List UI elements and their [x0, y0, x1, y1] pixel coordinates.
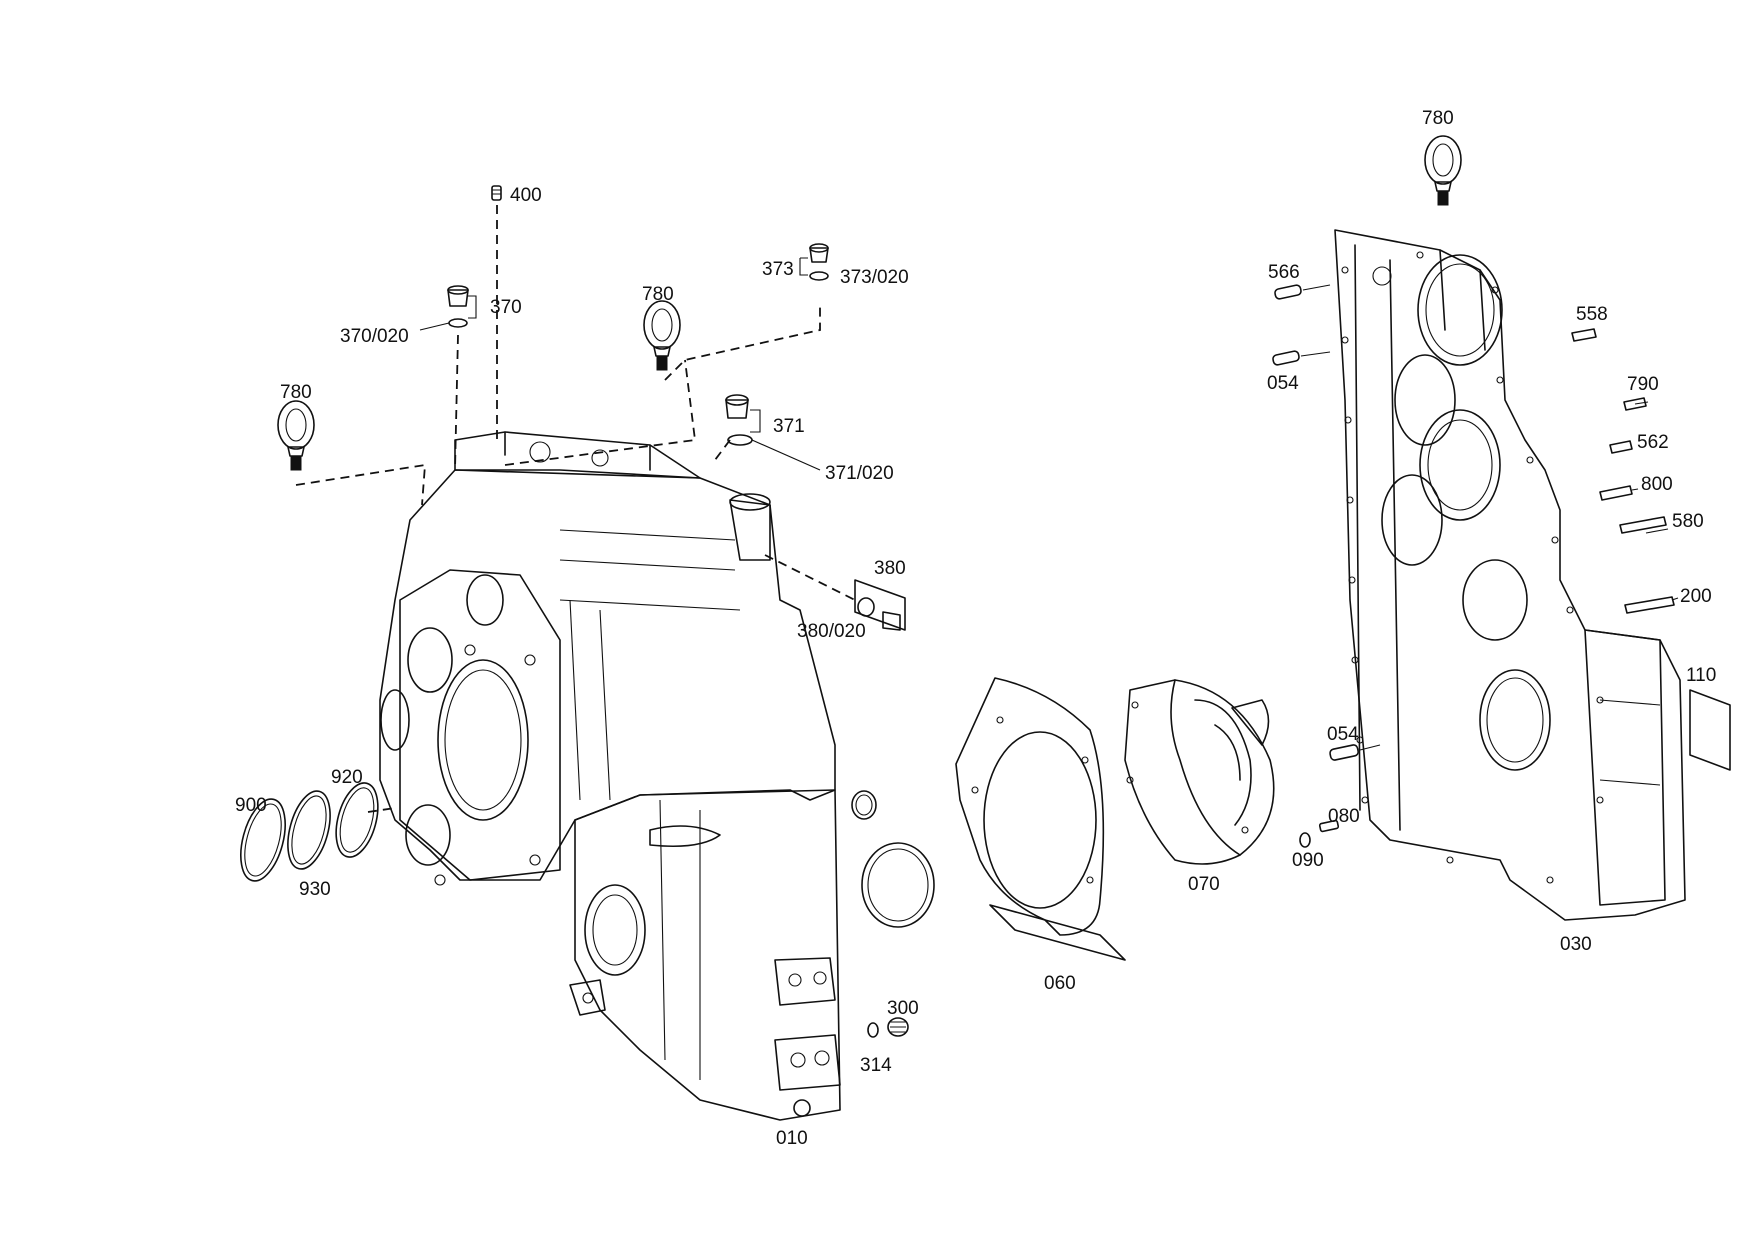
eye-bolt-780-left [277, 400, 315, 471]
plug-371-with-seal [725, 394, 821, 471]
plug-300-ring-314 [867, 1017, 909, 1038]
label-790: 790 [1627, 374, 1659, 395]
assembly-dashed-lines [295, 205, 856, 813]
label-373-020: 373/020 [840, 267, 909, 288]
label-090: 090 [1292, 850, 1324, 871]
label-800: 800 [1641, 474, 1673, 495]
plug-400 [491, 185, 502, 201]
part-labels: 400 373 373/020 370 370/020 780 780 780 … [235, 108, 1716, 1149]
label-780-center: 780 [642, 284, 674, 305]
label-200: 200 [1680, 586, 1712, 607]
pins-566-054-upper [1272, 284, 1331, 366]
label-558: 558 [1576, 304, 1608, 325]
housing-010 [379, 431, 841, 1121]
bolts-right-column [1571, 328, 1675, 614]
label-110: 110 [1686, 665, 1716, 686]
pin-054-lower [1329, 744, 1381, 761]
eye-bolt-780-center [643, 300, 681, 371]
label-400: 400 [510, 185, 542, 206]
label-371: 371 [773, 416, 805, 437]
label-380: 380 [874, 558, 906, 579]
label-030: 030 [1560, 934, 1592, 955]
cover-plate-060 [955, 677, 1126, 961]
label-930: 930 [299, 879, 331, 900]
eye-bolt-780-top-right [1424, 135, 1462, 206]
label-010: 010 [776, 1128, 808, 1149]
label-070: 070 [1188, 874, 1220, 895]
label-370-020: 370/020 [340, 326, 409, 347]
label-380-020: 380/020 [797, 621, 866, 642]
seal-rings-front [851, 790, 935, 928]
label-920: 920 [331, 767, 363, 788]
label-314: 314 [860, 1055, 892, 1076]
shield-070 [1124, 679, 1275, 865]
label-562: 562 [1637, 432, 1669, 453]
bolt-080-washer-090 [1299, 819, 1340, 848]
label-060: 060 [1044, 973, 1076, 994]
label-373: 373 [762, 259, 794, 280]
label-900: 900 [235, 795, 267, 816]
label-370: 370 [490, 297, 522, 318]
label-371-020: 371/020 [825, 463, 894, 484]
label-780-left: 780 [280, 382, 312, 403]
label-leaders-right [1631, 401, 1679, 601]
label-054-upper: 054 [1267, 373, 1299, 394]
plate-380 [854, 579, 906, 631]
label-054-lower: 054 [1327, 724, 1359, 745]
label-566: 566 [1268, 262, 1300, 283]
rings-900-930-920 [240, 782, 379, 882]
label-780-top-right: 780 [1422, 108, 1454, 129]
label-580: 580 [1672, 511, 1704, 532]
plug-373-with-seal [799, 243, 829, 281]
label-080: 080 [1328, 806, 1360, 827]
plug-370-with-seal [419, 285, 477, 331]
gasket-110 [1689, 689, 1731, 771]
rear-cover-030 [1334, 229, 1686, 921]
label-300: 300 [887, 998, 919, 1019]
